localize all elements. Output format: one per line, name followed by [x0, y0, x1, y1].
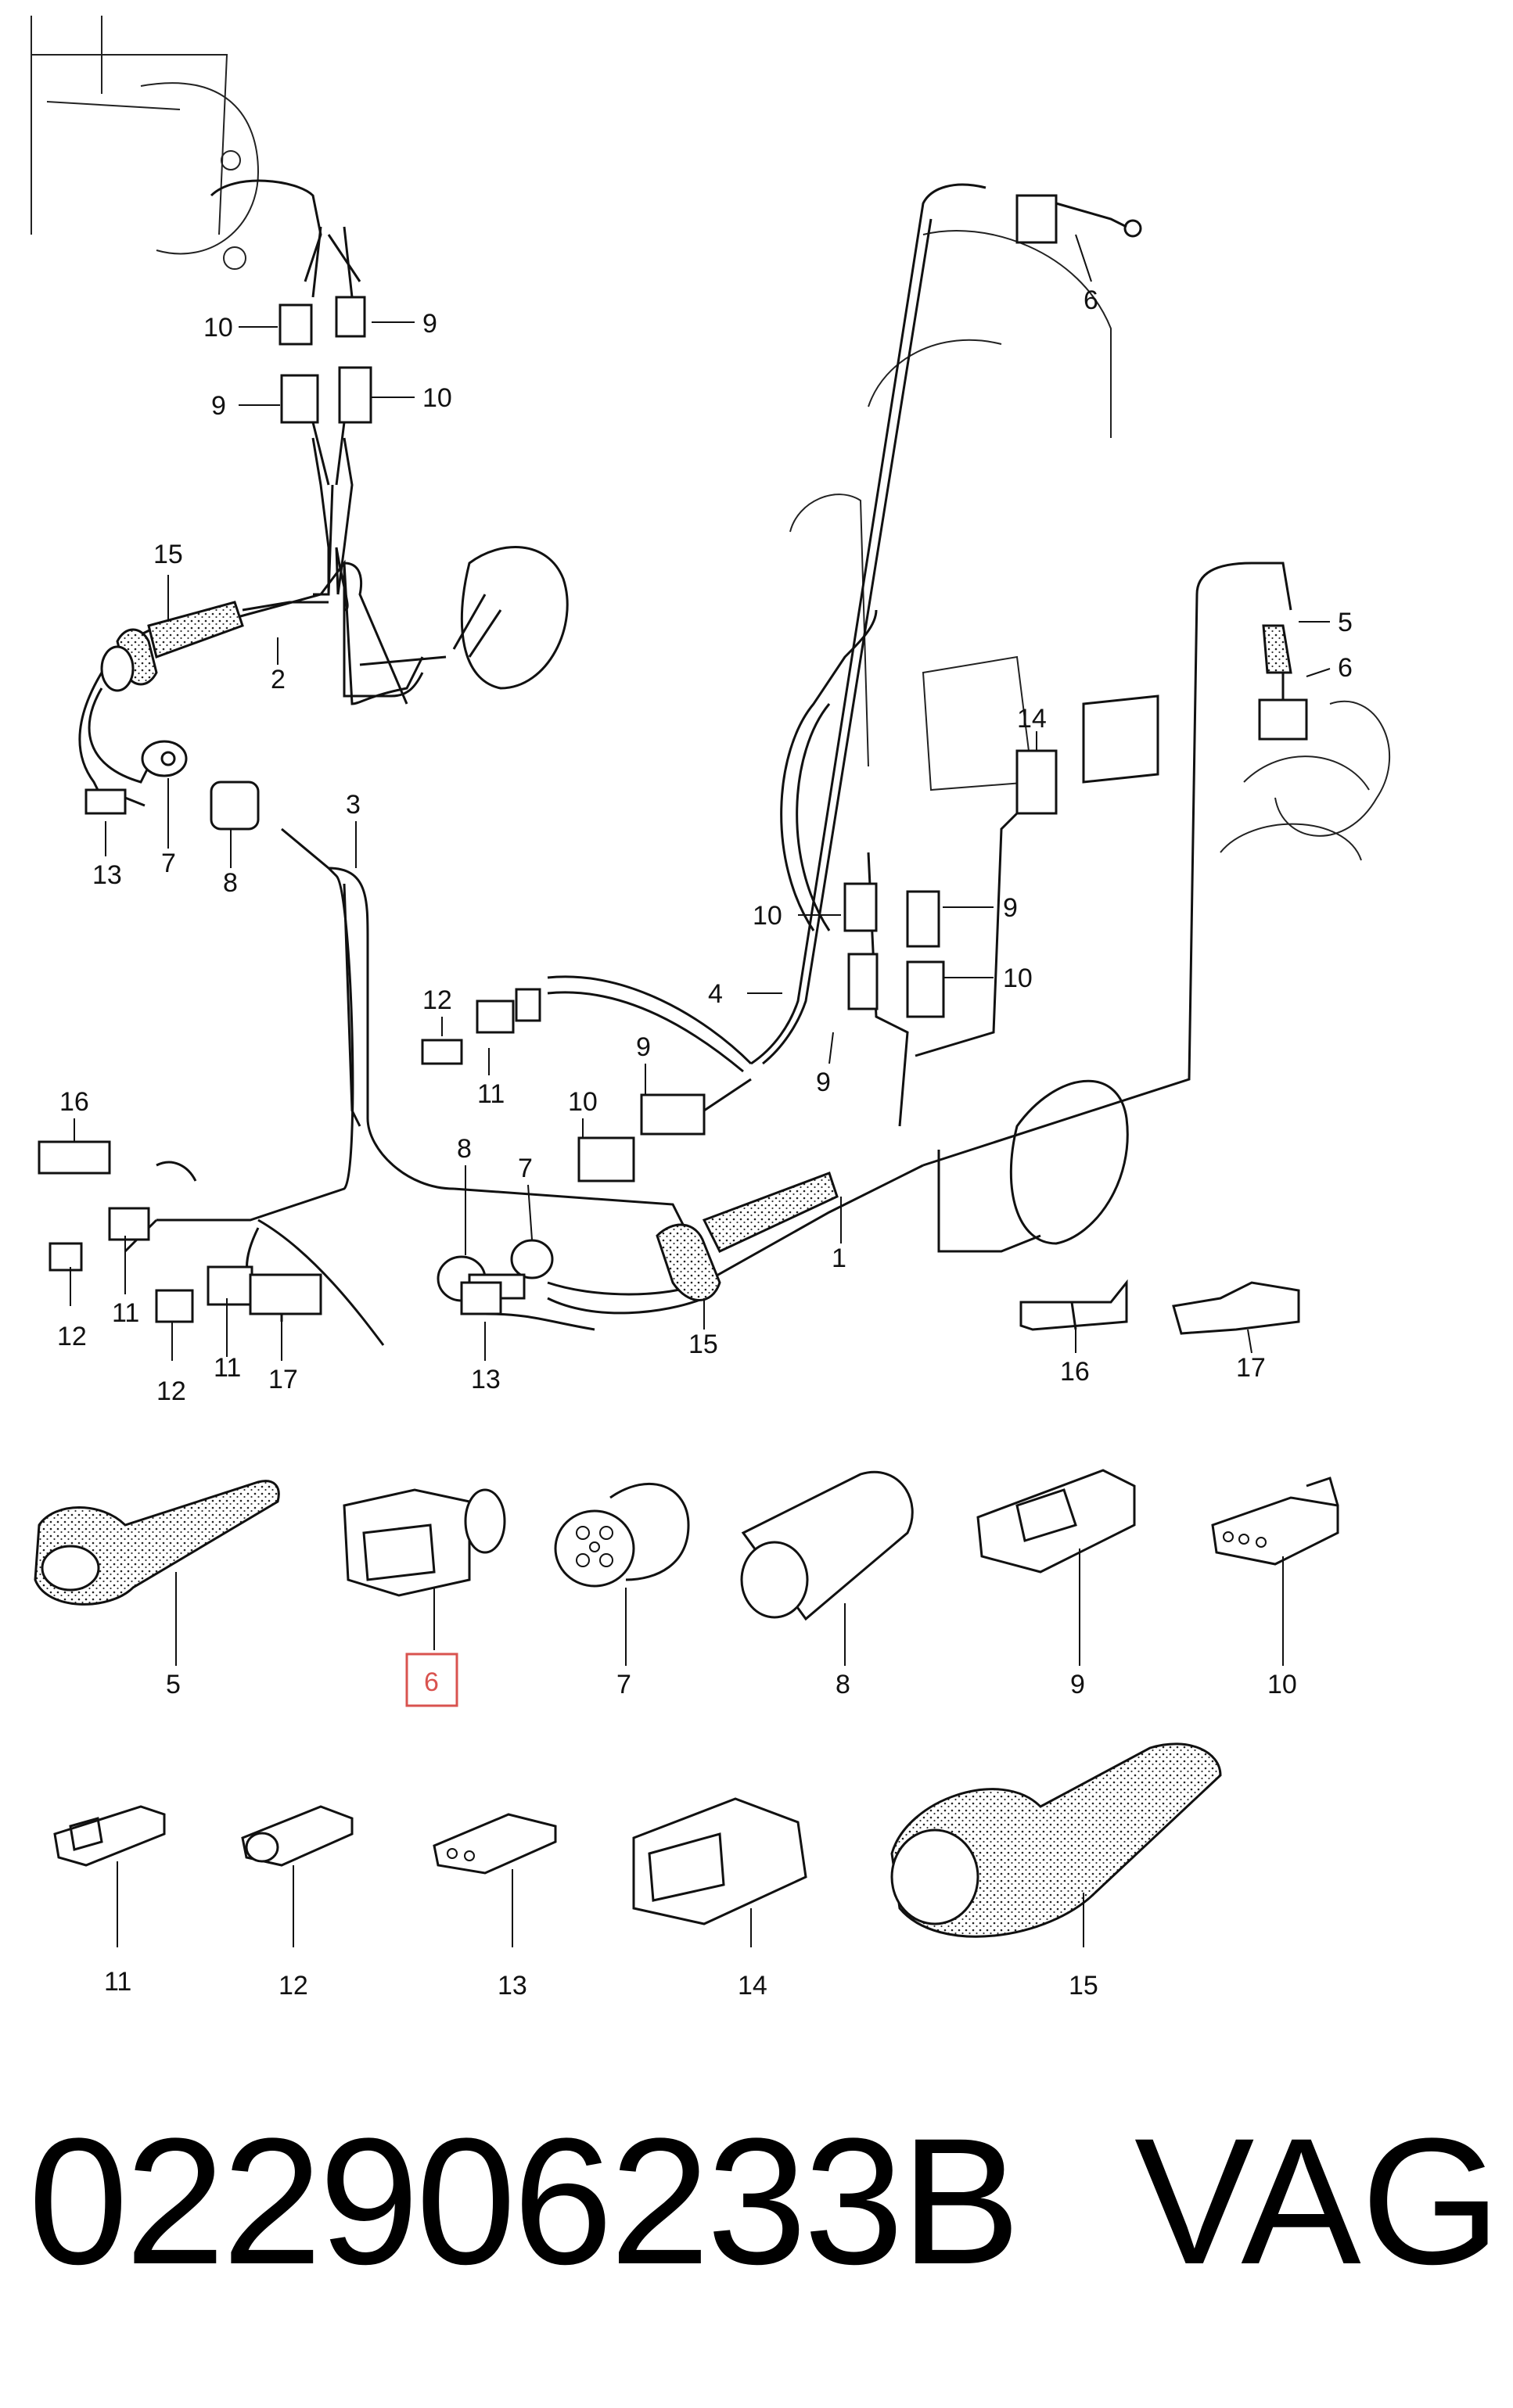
callout-top-25: 7 — [518, 1154, 533, 1183]
part-7-round-connector — [554, 1483, 690, 1666]
sensor-disc-upper — [359, 546, 569, 690]
part-11-pin-housing — [53, 1805, 166, 1947]
callout-top-32: 15 — [688, 1330, 718, 1359]
callout-top-5: 2 — [271, 665, 286, 694]
callout-top-21: 10 — [568, 1087, 598, 1117]
callout-top-35: 17 — [1236, 1353, 1266, 1383]
callout-top-14: 10 — [753, 901, 782, 931]
callout-top-18: 12 — [422, 985, 452, 1015]
part-13-three-pin — [433, 1813, 557, 1947]
connector-13-upper — [84, 788, 146, 815]
callout-top-19: 11 — [477, 1079, 505, 1109]
connector-16-standalone — [1019, 1279, 1128, 1331]
top-left-connectors — [279, 226, 372, 486]
parts-row2-labels: 11 12 13 14 15 — [104, 1967, 1098, 2001]
callout-top-27: 12 — [57, 1322, 87, 1351]
part-label-14: 14 — [738, 1971, 767, 2001]
part-label-13: 13 — [498, 1971, 527, 2001]
callout-leaders-top — [70, 234, 1331, 1361]
part-12-sleeve — [241, 1805, 354, 1947]
callout-top-31: 17 — [268, 1365, 298, 1394]
callout-top-9: 3 — [346, 790, 361, 820]
callout-top-6: 13 — [92, 860, 122, 890]
part-label-11: 11 — [104, 1967, 131, 1997]
callout-top-2: 9 — [211, 391, 226, 421]
part-9-flat-connector — [976, 1469, 1136, 1666]
part-14-box-connector — [632, 1797, 807, 1947]
connector-8-upper — [210, 781, 260, 831]
callout-top-1: 9 — [422, 309, 437, 339]
connector-7-upper — [141, 740, 188, 777]
highlight-box — [405, 1653, 458, 1707]
harness-wires — [78, 179, 1292, 1346]
callout-top-3: 10 — [422, 383, 452, 413]
part-label-5: 5 — [166, 1670, 181, 1699]
callout-top-15: 9 — [1003, 893, 1018, 923]
parts-row1-labels: 5 6 7 8 9 10 — [166, 1653, 1297, 1707]
callout-top-13: 14 — [1017, 704, 1047, 734]
part-6-connector-housing — [343, 1488, 506, 1650]
callout-top-12: 6 — [1338, 653, 1353, 683]
part-label-12: 12 — [279, 1971, 308, 2001]
callout-top-8: 8 — [223, 868, 238, 898]
callout-top-11: 5 — [1338, 608, 1353, 637]
part-10-socket-connector — [1211, 1477, 1339, 1666]
callout-top-33: 13 — [471, 1365, 501, 1394]
part-label-9: 9 — [1070, 1670, 1085, 1699]
part-label-8: 8 — [836, 1670, 850, 1699]
callout-top-10: 6 — [1084, 285, 1098, 315]
connector-6-top — [1015, 194, 1142, 244]
part-label-15: 15 — [1069, 1971, 1098, 2001]
callout-labels-top: 10 9 9 10 15 2 13 7 8 3 6 5 6 14 10 9 10… — [57, 285, 1353, 1406]
callout-top-23: 16 — [59, 1087, 89, 1117]
part-15-grommet — [890, 1742, 1222, 1947]
grommet-lower — [656, 1172, 839, 1301]
callout-top-28: 11 — [112, 1298, 139, 1328]
connector-13-lower — [460, 1281, 502, 1315]
part-number: 022906233B — [28, 2101, 1021, 2302]
callout-top-24: 8 — [457, 1134, 472, 1164]
callout-top-0: 10 — [203, 313, 233, 343]
callout-top-30: 12 — [156, 1376, 186, 1406]
middle-connectors-center — [421, 988, 752, 1182]
callout-top-20: 9 — [636, 1032, 651, 1062]
callout-top-16: 10 — [1003, 964, 1033, 993]
middle-connectors-right — [843, 882, 945, 1018]
part-8-cylinder-connector — [740, 1470, 914, 1666]
callout-top-7: 7 — [161, 849, 176, 878]
lower-left-connectors — [38, 1140, 322, 1323]
engine-outline-top-left — [31, 16, 260, 270]
callout-top-26: 1 — [832, 1243, 846, 1273]
connector-17-standalone — [1172, 1281, 1300, 1335]
sensor-disc-lower — [1009, 1079, 1129, 1245]
callout-top-34: 16 — [1060, 1357, 1090, 1387]
engine-outline-right — [789, 230, 1391, 837]
part-label-10: 10 — [1267, 1670, 1297, 1699]
part-5-boot — [34, 1480, 280, 1666]
callout-top-17: 4 — [708, 979, 723, 1009]
brand-label: VAG — [1134, 2101, 1501, 2302]
connector-14-right — [1015, 694, 1159, 815]
callout-top-29: 11 — [214, 1353, 241, 1383]
part-label-7: 7 — [616, 1670, 631, 1699]
grommet-upper — [100, 601, 244, 692]
sender-5-6-right — [1220, 624, 1370, 861]
callout-top-22: 9 — [816, 1068, 831, 1097]
part-label-6: 6 — [424, 1667, 439, 1697]
callout-top-4: 15 — [153, 540, 183, 569]
